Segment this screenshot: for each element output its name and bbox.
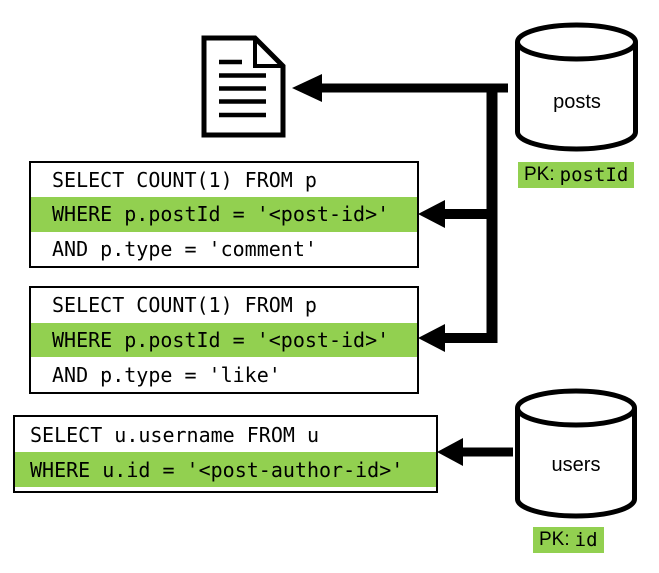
sql-line-highlighted: WHERE u.id = '<post-author-id>' xyxy=(15,452,436,487)
posts-database-name: posts xyxy=(553,91,601,113)
users-primary-key-badge: PK: id xyxy=(533,527,604,553)
arrow-posts-to-document xyxy=(292,74,508,102)
pk-field-name: id xyxy=(574,529,598,551)
sql-line: AND p.type = 'like' xyxy=(52,362,281,387)
sql-line: SELECT u.username FROM u xyxy=(30,422,319,447)
sql-line-highlighted: WHERE p.postId = '<post-id>' xyxy=(31,322,417,358)
sql-line-highlighted: WHERE p.postId = '<post-id>' xyxy=(31,197,417,232)
arrow-users-to-query3 xyxy=(437,438,513,466)
pk-prefix-label: PK: xyxy=(539,529,570,550)
users-database-name: users xyxy=(551,454,601,476)
pk-field-name: postId xyxy=(559,164,629,186)
posts-database-icon xyxy=(515,22,638,152)
query-box-username-lookup: SELECT u.username FROM u WHERE u.id = '<… xyxy=(13,415,438,493)
query-box-comment-count: SELECT COUNT(1) FROM p WHERE p.postId = … xyxy=(29,161,419,268)
arrow-posts-to-query2 xyxy=(418,324,497,352)
posts-primary-key-badge: PK: postId xyxy=(518,162,635,188)
users-database-icon xyxy=(515,388,637,519)
arrow-posts-to-query1 xyxy=(418,200,497,228)
sql-line: AND p.type = 'comment' xyxy=(52,236,317,261)
sql-line: SELECT COUNT(1) FROM p xyxy=(52,168,317,193)
sql-line: SELECT COUNT(1) FROM p xyxy=(52,293,317,318)
query-box-like-count: SELECT COUNT(1) FROM p WHERE p.postId = … xyxy=(29,286,419,394)
pk-prefix-label: PK: xyxy=(524,164,555,185)
document-icon xyxy=(201,35,286,138)
